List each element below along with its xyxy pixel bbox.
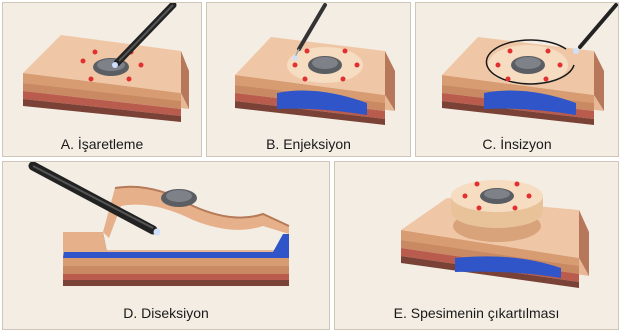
panel-marking-caption: A. İşaretleme bbox=[3, 136, 201, 152]
panel-dissection: D. Diseksiyon bbox=[2, 161, 330, 330]
dissection-illustration bbox=[3, 162, 330, 302]
panel-injection-caption: B. Enjeksiyon bbox=[207, 136, 410, 152]
panel-dissection-caption: D. Diseksiyon bbox=[3, 305, 329, 321]
incision-illustration bbox=[416, 3, 619, 133]
panel-specimen-removal-caption: E. Spesimenin çıkartılması bbox=[335, 305, 618, 321]
panel-marking: A. İşaretleme bbox=[2, 2, 202, 157]
panel-incision-caption: C. İnsizyon bbox=[416, 136, 618, 152]
panel-specimen-removal: E. Spesimenin çıkartılması bbox=[334, 161, 619, 330]
panel-injection: B. Enjeksiyon bbox=[206, 2, 411, 157]
injection-illustration bbox=[207, 3, 411, 133]
marking-illustration bbox=[3, 3, 202, 133]
specimen-removal-illustration bbox=[335, 162, 619, 302]
panel-incision: C. İnsizyon bbox=[415, 2, 619, 157]
